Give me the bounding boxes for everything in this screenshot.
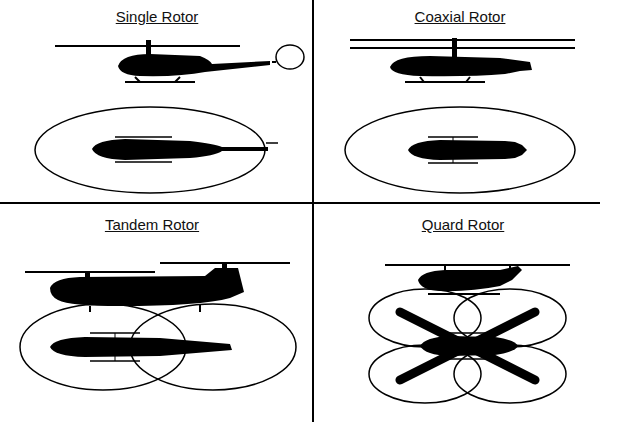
section-title: Tandem Rotor	[105, 216, 199, 233]
tandem-rotor-top	[20, 304, 296, 390]
divider-line	[0, 202, 600, 204]
section-title: Single Rotor	[116, 8, 199, 25]
single-rotor-side	[55, 40, 304, 82]
coaxial-rotor-top	[345, 107, 575, 193]
coaxial-rotor-side	[350, 38, 575, 82]
single-rotor-top	[35, 107, 278, 193]
tandem-rotor-side	[25, 263, 290, 312]
section-title: Quard Rotor	[422, 216, 505, 233]
quad-rotor-top	[369, 289, 566, 403]
section-title: Coaxial Rotor	[415, 8, 506, 25]
divider-line	[312, 0, 314, 422]
